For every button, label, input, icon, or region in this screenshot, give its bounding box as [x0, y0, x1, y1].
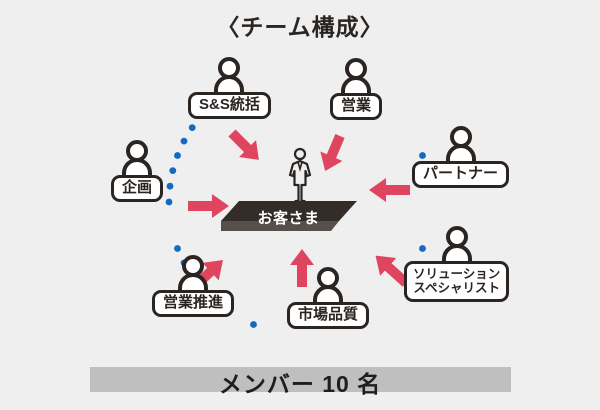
person-icon [341, 58, 371, 98]
member-label-ss-tokatsu: S&S統括 [188, 92, 271, 119]
member-node-solution[interactable]: ソリューション スペシャリスト [404, 226, 510, 302]
arrow-from-kikaku [188, 194, 229, 218]
person-icon [214, 57, 245, 97]
label-line: 営業推進 [163, 294, 224, 311]
member-label-partner: パートナー [412, 161, 510, 188]
arrow-from-partner [369, 178, 410, 202]
arrow-from-ss-tokatsu [228, 129, 259, 160]
person-icon [445, 126, 476, 166]
label-line: 企画 [122, 179, 153, 196]
member-label-kikaku: 企画 [111, 175, 164, 202]
arrow-group [188, 129, 410, 292]
member-label-shijo: 市場品質 [287, 302, 370, 329]
customer-label: お客さま [257, 210, 320, 227]
label-line: スペシャリスト [413, 281, 500, 295]
circle-dot [180, 137, 188, 145]
member-label-suishin: 営業推進 [152, 290, 235, 317]
member-count-banner [90, 367, 511, 392]
member-node-suishin[interactable]: 営業推進 [152, 255, 235, 317]
label-line: S&S統括 [199, 96, 260, 113]
arrow-from-shijo [290, 249, 314, 287]
circle-dot [250, 321, 257, 328]
member-label-solution: ソリューション スペシャリスト [404, 261, 510, 302]
member-node-partner[interactable]: パートナー [412, 126, 510, 188]
person-icon [122, 140, 152, 180]
circle-dot [419, 152, 426, 159]
member-node-ss-tokatsu[interactable]: S&S統括 [188, 57, 271, 119]
customer-platform: お客さま [220, 201, 357, 239]
label-line: 営業 [341, 97, 372, 114]
platform-shape [220, 201, 357, 231]
arrow-from-eigyo [320, 134, 345, 171]
member-node-shijo[interactable]: 市場品質 [287, 267, 370, 329]
circle-dot [169, 167, 177, 175]
circle-dot [419, 245, 426, 252]
member-node-eigyo[interactable]: 営業 [330, 58, 383, 120]
label-line: 市場品質 [298, 306, 359, 323]
label-line: ソリューション [413, 267, 501, 281]
circle-dot [188, 124, 196, 131]
member-label-eigyo: 営業 [330, 93, 383, 120]
person-icon [441, 226, 472, 266]
person-icon [313, 267, 343, 307]
customer-node: お客さま [220, 147, 357, 239]
circle-dot [165, 198, 173, 206]
person-figure-icon [288, 147, 312, 203]
circle-dot [174, 152, 181, 159]
member-node-kikaku[interactable]: 企画 [111, 140, 164, 202]
member-count-text: メンバー 10 名 [218, 371, 382, 397]
circle-dot [174, 245, 181, 252]
label-line: パートナー [423, 165, 499, 182]
page-title: 〈チーム構成〉 [216, 14, 384, 40]
person-icon [178, 255, 208, 295]
circle-dot [166, 182, 174, 190]
arrow-from-solution [375, 255, 410, 287]
